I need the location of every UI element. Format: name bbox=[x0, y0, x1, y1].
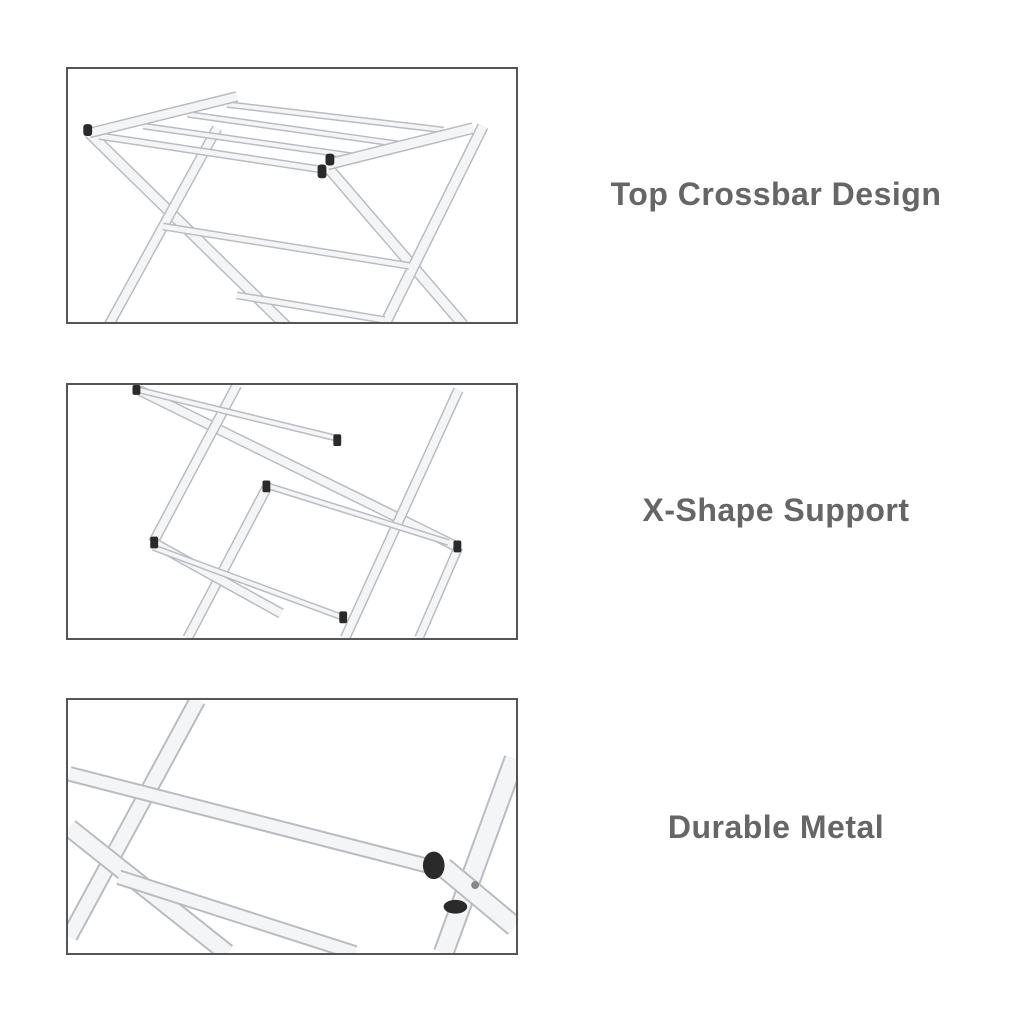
caption-top-crossbar: Top Crossbar Design bbox=[610, 176, 942, 212]
caption-x-shape-support: X-Shape Support bbox=[642, 492, 910, 528]
rack-drawing bbox=[132, 385, 464, 638]
rack-drawing bbox=[68, 700, 516, 953]
x-shape-support-image bbox=[66, 383, 518, 640]
rack-drawing bbox=[83, 91, 489, 322]
top-crossbar-image bbox=[66, 67, 518, 324]
caption-durable-metal: Durable Metal bbox=[667, 809, 885, 845]
durable-metal-image bbox=[66, 698, 518, 955]
